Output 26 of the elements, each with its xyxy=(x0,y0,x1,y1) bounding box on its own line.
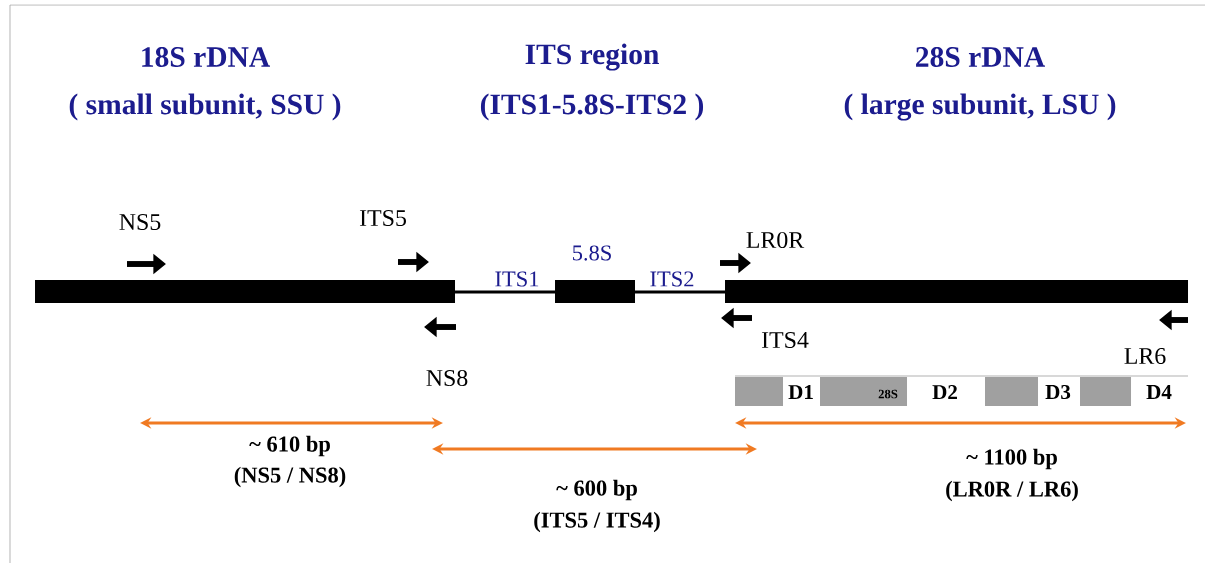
primer-label: LR0R xyxy=(746,231,805,249)
size-label: (LR0R / LR6) xyxy=(946,480,1078,502)
size-label: ~ 610 bp xyxy=(249,435,330,457)
primer-label: NS5 xyxy=(119,213,161,231)
primer-label: NS8 xyxy=(426,369,468,387)
region-label: 5.8S xyxy=(573,245,611,261)
size-label: ~ 1100 bp xyxy=(966,448,1057,470)
region-label: ITS2 xyxy=(650,271,694,287)
size-label: ~ 600 bp xyxy=(556,479,637,501)
primer-label: ITS4 xyxy=(761,331,809,349)
heading: (ITS1-5.8S-ITS2 ) xyxy=(480,93,704,121)
domain-label: D2 xyxy=(932,385,957,399)
domain-label: D1 xyxy=(788,385,813,399)
domain-label: D4 xyxy=(1146,385,1172,399)
size-label: (ITS5 / ITS4) xyxy=(534,511,660,533)
size-label: (NS5 / NS8) xyxy=(234,466,346,488)
heading: 18S rDNA xyxy=(142,47,270,67)
primer-label: ITS5 xyxy=(359,209,406,227)
domain-label: 28S xyxy=(878,389,898,399)
primer-label: LR6 xyxy=(1124,347,1166,365)
heading: ( large subunit, LSU ) xyxy=(844,93,1116,121)
heading: 28S rDNA xyxy=(916,47,1045,67)
region-label: ITS1 xyxy=(495,271,539,287)
domain-label: D3 xyxy=(1045,384,1071,400)
heading: ITS region xyxy=(525,43,659,71)
heading: ( small subunit, SSU ) xyxy=(69,93,341,121)
